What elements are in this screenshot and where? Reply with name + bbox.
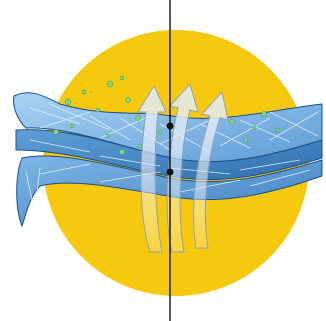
guide-marker-top bbox=[167, 123, 174, 130]
guide-marker-bottom bbox=[167, 169, 174, 176]
